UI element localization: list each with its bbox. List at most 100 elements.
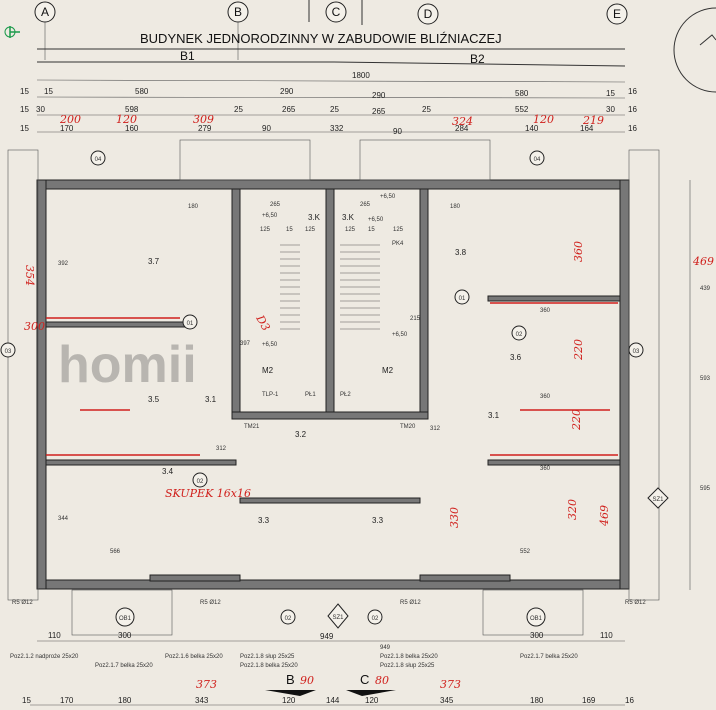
svg-text:169: 169 <box>582 696 596 705</box>
svg-text:180: 180 <box>118 696 132 705</box>
svg-text:312: 312 <box>430 426 441 432</box>
svg-text:PŁ1: PŁ1 <box>305 392 316 398</box>
svg-text:15: 15 <box>606 89 615 98</box>
svg-text:D3: D3 <box>253 312 273 333</box>
svg-text:300: 300 <box>530 631 544 640</box>
svg-text:120: 120 <box>365 696 379 705</box>
right-dimensions: 469 439 593 595 <box>689 180 714 590</box>
svg-text:290: 290 <box>372 91 386 100</box>
svg-text:04: 04 <box>534 157 541 163</box>
svg-text:02: 02 <box>516 332 523 338</box>
svg-text:PŁ2: PŁ2 <box>340 392 351 398</box>
svg-text:C: C <box>360 672 369 687</box>
svg-text:OB1: OB1 <box>530 616 543 622</box>
svg-text:25: 25 <box>234 105 243 114</box>
svg-text:Poz2.1.2 nadproże 25x20: Poz2.1.2 nadproże 25x20 <box>10 654 79 660</box>
svg-text:3.6: 3.6 <box>510 353 522 362</box>
svg-text:354: 354 <box>23 265 36 286</box>
svg-text:Poz2.1.8 słup 25x25: Poz2.1.8 słup 25x25 <box>380 663 435 669</box>
svg-text:15: 15 <box>44 87 53 96</box>
svg-text:144: 144 <box>326 696 340 705</box>
svg-text:265: 265 <box>372 107 386 116</box>
svg-text:Poz2.1.8 belka 25x20: Poz2.1.8 belka 25x20 <box>380 654 438 660</box>
svg-text:15: 15 <box>286 227 293 233</box>
svg-text:125: 125 <box>345 227 356 233</box>
svg-text:180: 180 <box>450 204 461 210</box>
svg-text:Poz2.1.6 belka 25x20: Poz2.1.6 belka 25x20 <box>165 654 223 660</box>
svg-text:3.4: 3.4 <box>162 467 174 476</box>
svg-text:25: 25 <box>330 105 339 114</box>
svg-text:R5 Ø12: R5 Ø12 <box>200 600 221 606</box>
svg-text:160: 160 <box>125 124 139 133</box>
svg-text:949: 949 <box>380 645 391 651</box>
svg-text:Poz2.1.8 słup 25x25: Poz2.1.8 słup 25x25 <box>240 654 295 660</box>
svg-text:300: 300 <box>24 320 45 333</box>
svg-text:3.K: 3.K <box>342 213 355 222</box>
svg-text:284: 284 <box>455 124 469 133</box>
axis-c: C <box>308 0 363 25</box>
svg-text:01: 01 <box>187 321 194 327</box>
svg-text:360: 360 <box>540 308 551 314</box>
svg-text:02: 02 <box>372 616 379 622</box>
axis-e: E <box>606 3 628 25</box>
svg-text:469: 469 <box>598 505 611 527</box>
balconies <box>7 139 660 636</box>
svg-text:140: 140 <box>525 124 539 133</box>
svg-text:16: 16 <box>625 696 634 705</box>
svg-text:M2: M2 <box>262 366 274 375</box>
svg-text:+6,50: +6,50 <box>368 217 384 223</box>
svg-text:215: 215 <box>410 316 421 322</box>
svg-text:320: 320 <box>566 499 579 520</box>
north-arrow-icon <box>673 7 716 93</box>
svg-text:360: 360 <box>572 241 585 262</box>
svg-text:SZ1: SZ1 <box>332 615 344 621</box>
svg-text:300: 300 <box>118 631 132 640</box>
axis-d: D <box>417 3 439 25</box>
svg-text:3.7: 3.7 <box>148 257 160 266</box>
compass-icon <box>4 26 20 38</box>
svg-text:25: 25 <box>422 105 431 114</box>
svg-text:03: 03 <box>633 349 640 355</box>
svg-text:PK4: PK4 <box>392 241 404 247</box>
svg-text:220: 220 <box>572 339 585 361</box>
svg-text:180: 180 <box>188 204 199 210</box>
svg-text:125: 125 <box>305 227 316 233</box>
level-marks: +6,50+6,50 +6,50+6,50 +6,50 <box>262 194 408 348</box>
grid-axes: A B C D E <box>34 0 628 60</box>
svg-text:324: 324 <box>452 115 473 128</box>
svg-text:595: 595 <box>700 486 711 492</box>
svg-text:16: 16 <box>628 124 637 133</box>
svg-text:3.1: 3.1 <box>488 411 500 420</box>
svg-text:200: 200 <box>59 113 81 126</box>
axis-a: A <box>34 1 56 60</box>
svg-text:552: 552 <box>520 549 531 555</box>
svg-text:SZ1: SZ1 <box>652 497 664 503</box>
svg-text:90: 90 <box>393 127 402 136</box>
svg-text:TLP-1: TLP-1 <box>262 392 279 398</box>
svg-text:15: 15 <box>20 105 29 114</box>
drawing-title: BUDYNEK JEDNORODZINNY W ZABUDOWIE BLIŹNI… <box>140 31 502 46</box>
svg-text:164: 164 <box>580 124 594 133</box>
svg-text:Poz2.1.7 belka 25x20: Poz2.1.7 belka 25x20 <box>520 654 578 660</box>
svg-text:3.1: 3.1 <box>205 395 217 404</box>
svg-text:344: 344 <box>58 516 69 522</box>
svg-text:593: 593 <box>700 376 711 382</box>
axis-b: B <box>227 1 249 60</box>
svg-text:1800: 1800 <box>352 71 370 80</box>
svg-text:110: 110 <box>48 631 61 640</box>
svg-text:15: 15 <box>20 87 29 96</box>
svg-text:397: 397 <box>240 341 251 347</box>
svg-text:Poz2.1.7 belka 25x20: Poz2.1.7 belka 25x20 <box>95 663 153 669</box>
svg-text:598: 598 <box>125 105 139 114</box>
svg-text:02: 02 <box>285 616 292 622</box>
svg-text:439: 439 <box>700 286 711 292</box>
svg-text:343: 343 <box>195 696 209 705</box>
svg-text:552: 552 <box>515 105 529 114</box>
door-tags: 01 01 02 02 03 03 04 04 OB1 OB1 02 02 SZ… <box>0 150 669 629</box>
svg-text:360: 360 <box>540 466 551 472</box>
svg-text:279: 279 <box>198 124 212 133</box>
svg-text:SKUPEK 16x16: SKUPEK 16x16 <box>165 487 251 500</box>
svg-text:309: 309 <box>193 113 214 126</box>
